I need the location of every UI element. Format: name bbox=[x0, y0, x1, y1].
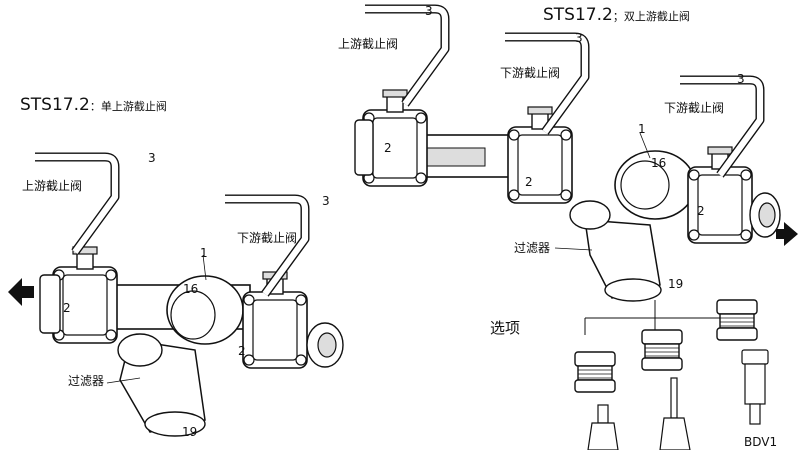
label-upstream-valve-left: 上游截止阀 bbox=[22, 179, 83, 193]
label-strainer-right: 过滤器 bbox=[514, 241, 551, 255]
right-assembly-title: STS17.2；双上游截止阀 bbox=[543, 7, 690, 24]
option-bdv1 bbox=[741, 349, 769, 425]
option-plug-2 bbox=[641, 329, 683, 371]
left-title-code: STS17.2 bbox=[20, 95, 90, 115]
right-assembly bbox=[354, 9, 798, 450]
label-upstream-valve-right: 上游截止阀 bbox=[338, 37, 399, 51]
callout-19-right: 19 bbox=[668, 277, 684, 291]
label-strainer-left: 过滤器 bbox=[68, 374, 105, 388]
callout-16-right: 16 bbox=[651, 156, 667, 170]
left-assembly bbox=[8, 157, 344, 437]
option-probe-1 bbox=[587, 404, 619, 450]
callout-16-left: 16 bbox=[183, 282, 199, 296]
label-downstream-valve-right-2: 下游截止阀 bbox=[664, 101, 725, 115]
upstream-valve-2 bbox=[507, 106, 573, 204]
callout-2-left-downstream: 2 bbox=[238, 344, 246, 358]
right-title-code: STS17.2 bbox=[543, 5, 613, 25]
label-options: 选项 bbox=[490, 319, 521, 337]
callout-2-right-2: 2 bbox=[525, 175, 533, 189]
label-bdv1: BDV1 bbox=[744, 435, 778, 449]
callout-3-right-2: 3 bbox=[575, 31, 583, 45]
callout-3-right-1: 3 bbox=[425, 4, 433, 18]
callout-1-right: 1 bbox=[638, 122, 646, 136]
left-title-desc: 单上游截止阀 bbox=[100, 100, 167, 113]
flow-arrow-right-icon bbox=[776, 222, 798, 246]
callout-3-left-upstream: 3 bbox=[148, 151, 156, 165]
right-title-desc: 双上游截止阀 bbox=[623, 10, 690, 23]
left-title-sep: ： bbox=[89, 100, 101, 113]
flow-arrow-icon bbox=[8, 278, 34, 306]
callout-1-left: 1 bbox=[200, 246, 208, 260]
downstream-handle bbox=[225, 199, 305, 294]
right-title-sep: ； bbox=[612, 10, 624, 23]
callout-19-left: 19 bbox=[182, 425, 198, 439]
option-plug-1 bbox=[574, 351, 616, 393]
callout-2-left-upstream: 2 bbox=[63, 301, 71, 315]
callout-2-right-1: 2 bbox=[384, 141, 392, 155]
callout-3-right-3: 3 bbox=[737, 72, 745, 86]
options-bracket bbox=[584, 300, 741, 335]
left-assembly-title: STS17.2：单上游截止阀 bbox=[20, 97, 167, 114]
callout-2-right-3: 2 bbox=[697, 204, 705, 218]
option-plug-3 bbox=[716, 299, 758, 341]
upstream-handle bbox=[35, 157, 115, 252]
option-probe-2 bbox=[659, 377, 691, 450]
upstream-valve bbox=[52, 246, 118, 344]
label-downstream-valve-left: 下游截止阀 bbox=[237, 231, 298, 245]
label-downstream-valve-right-1: 下游截止阀 bbox=[500, 66, 561, 80]
callout-3-left-downstream: 3 bbox=[322, 194, 330, 208]
downstream-valve-right bbox=[687, 146, 753, 244]
